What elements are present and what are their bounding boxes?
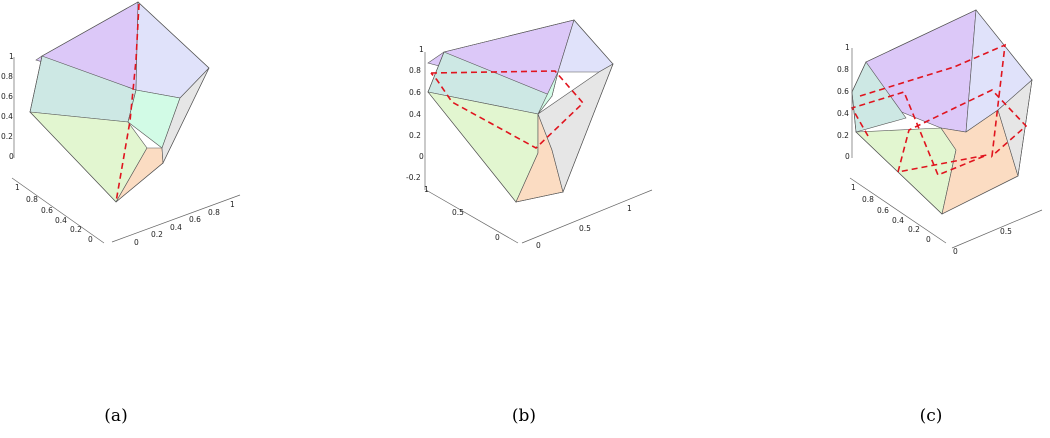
z-tick-label: 0.2 bbox=[409, 131, 421, 140]
x-tick-label: 1 bbox=[230, 200, 235, 209]
y-axis bbox=[849, 177, 947, 244]
y-tick-label: 0.8 bbox=[26, 195, 38, 204]
polytope-plot-a: 1 0.8 0.6 0.4 0.2 0 1 0.8 0.6 0.4 0.2 0 … bbox=[1, 1, 241, 247]
x-tick-label: 0.5 bbox=[579, 224, 591, 233]
x-tick-label: 0 bbox=[134, 238, 139, 247]
z-tick-label: 1 bbox=[419, 45, 424, 54]
red-dashed-path bbox=[430, 70, 585, 149]
x-tick-label: 1 bbox=[627, 204, 632, 213]
z-tick-label: 0.8 bbox=[409, 66, 421, 75]
y-tick-label: 0.4 bbox=[892, 216, 904, 225]
z-tick-label: -0.2 bbox=[406, 173, 421, 182]
polytope-plot-c: 1 0.8 0.6 0.4 0.2 0 1 0.8 0.6 0.4 0.2 0 … bbox=[837, 9, 1043, 256]
x-tick-label: 0.6 bbox=[189, 215, 201, 224]
z-tick-label: 0.8 bbox=[837, 65, 849, 74]
red-dashed-path bbox=[850, 43, 1028, 177]
x-tick-label: 0.8 bbox=[208, 208, 220, 217]
panel-b: 1 0.8 0.6 0.4 0.2 0 -0.2 1 0.5 0 0 0.5 1 bbox=[400, 0, 660, 300]
caption-c: (c) bbox=[919, 406, 943, 426]
y-tick-label: 0.4 bbox=[55, 216, 67, 225]
x-axis bbox=[951, 209, 1043, 249]
z-tick-label: 1 bbox=[845, 43, 850, 52]
y-axis bbox=[425, 189, 519, 244]
z-tick-label: 0.4 bbox=[837, 109, 849, 118]
z-tick-label: 0.2 bbox=[837, 131, 849, 140]
z-tick-label: 0.4 bbox=[1, 112, 13, 121]
z-tick-label: 0 bbox=[419, 152, 424, 161]
x-axis bbox=[111, 194, 241, 243]
z-tick-label: 0.4 bbox=[409, 110, 421, 119]
hull-edge bbox=[851, 9, 1033, 215]
x-tick-label: 0 bbox=[536, 241, 541, 250]
y-tick-label: 0.8 bbox=[862, 195, 874, 204]
face-mint bbox=[537, 71, 559, 115]
hull-edge bbox=[427, 19, 614, 203]
y-tick-label: 0.6 bbox=[877, 206, 889, 215]
y-tick-label: 1 bbox=[15, 183, 20, 192]
y-tick-label: 0.2 bbox=[70, 225, 82, 234]
y-tick-label: 0.5 bbox=[452, 208, 464, 217]
y-tick-label: 1 bbox=[851, 183, 856, 192]
y-tick-label: 0 bbox=[495, 233, 500, 242]
polytope-plot-b: 1 0.8 0.6 0.4 0.2 0 -0.2 1 0.5 0 0 0.5 1 bbox=[406, 19, 653, 250]
z-tick-label: 0.6 bbox=[837, 87, 849, 96]
z-tick-label: 1 bbox=[9, 52, 14, 61]
y-tick-label: 0 bbox=[88, 235, 93, 244]
z-tick-label: 0 bbox=[9, 152, 14, 161]
y-tick-label: 0 bbox=[926, 235, 931, 244]
z-tick-label: 0.6 bbox=[409, 88, 421, 97]
y-tick-label: 1 bbox=[424, 185, 429, 194]
x-tick-label: 0.4 bbox=[170, 223, 182, 232]
z-tick-label: 0.2 bbox=[1, 132, 13, 141]
x-tick-label: 0.5 bbox=[1000, 227, 1012, 236]
z-tick-label: 0 bbox=[845, 152, 850, 161]
z-tick-label: 0.6 bbox=[1, 92, 13, 101]
y-tick-label: 0.6 bbox=[41, 206, 53, 215]
z-tick-label: 0.8 bbox=[1, 72, 13, 81]
caption-b: (b) bbox=[511, 406, 537, 426]
panel-c: 1 0.8 0.6 0.4 0.2 0 1 0.8 0.6 0.4 0.2 0 … bbox=[830, 0, 1045, 300]
x-tick-label: 0.2 bbox=[151, 230, 163, 239]
hull-edge bbox=[29, 1, 210, 203]
y-axis bbox=[11, 177, 105, 244]
panel-a: 1 0.8 0.6 0.4 0.2 0 1 0.8 0.6 0.4 0.2 0 … bbox=[0, 0, 250, 300]
x-axis bbox=[521, 189, 653, 244]
y-tick-label: 0.2 bbox=[908, 225, 920, 234]
caption-a: (a) bbox=[104, 406, 128, 426]
x-tick-label: 0 bbox=[953, 247, 958, 256]
